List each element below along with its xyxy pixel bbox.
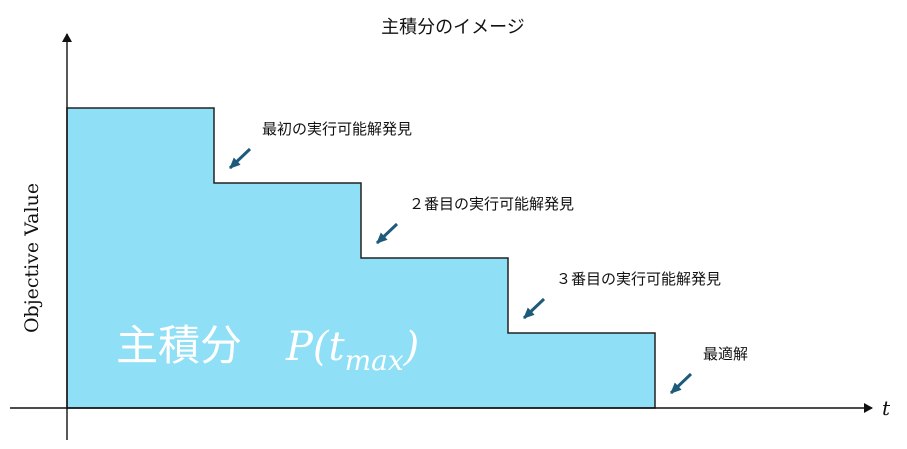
objective-step-area	[66, 107, 656, 409]
x-axis-label: t	[882, 396, 891, 420]
area-label-formula: P(tmax)	[285, 324, 419, 377]
annotation-arrow	[669, 372, 693, 395]
annotation-label: ３番目の実行可能解発見	[556, 270, 721, 288]
annotation-label: 最初の実行可能解発見	[262, 120, 412, 138]
area-label-subscript: max	[345, 344, 404, 377]
annotation-arrow	[228, 147, 252, 170]
annotation-arrow	[375, 222, 399, 245]
annotation-arrow	[522, 297, 546, 320]
chart-title: 主積分のイメージ	[381, 17, 525, 38]
area-label-close: )	[403, 324, 420, 370]
annotation-label: ２番目の実行可能解発見	[409, 195, 574, 213]
area-label-text: 主積分	[116, 321, 242, 370]
area-label: 主積分 P(tmax)	[116, 321, 419, 377]
y-axis-label: Objective Value	[21, 183, 43, 333]
annotation-label: 最適解	[703, 345, 748, 363]
